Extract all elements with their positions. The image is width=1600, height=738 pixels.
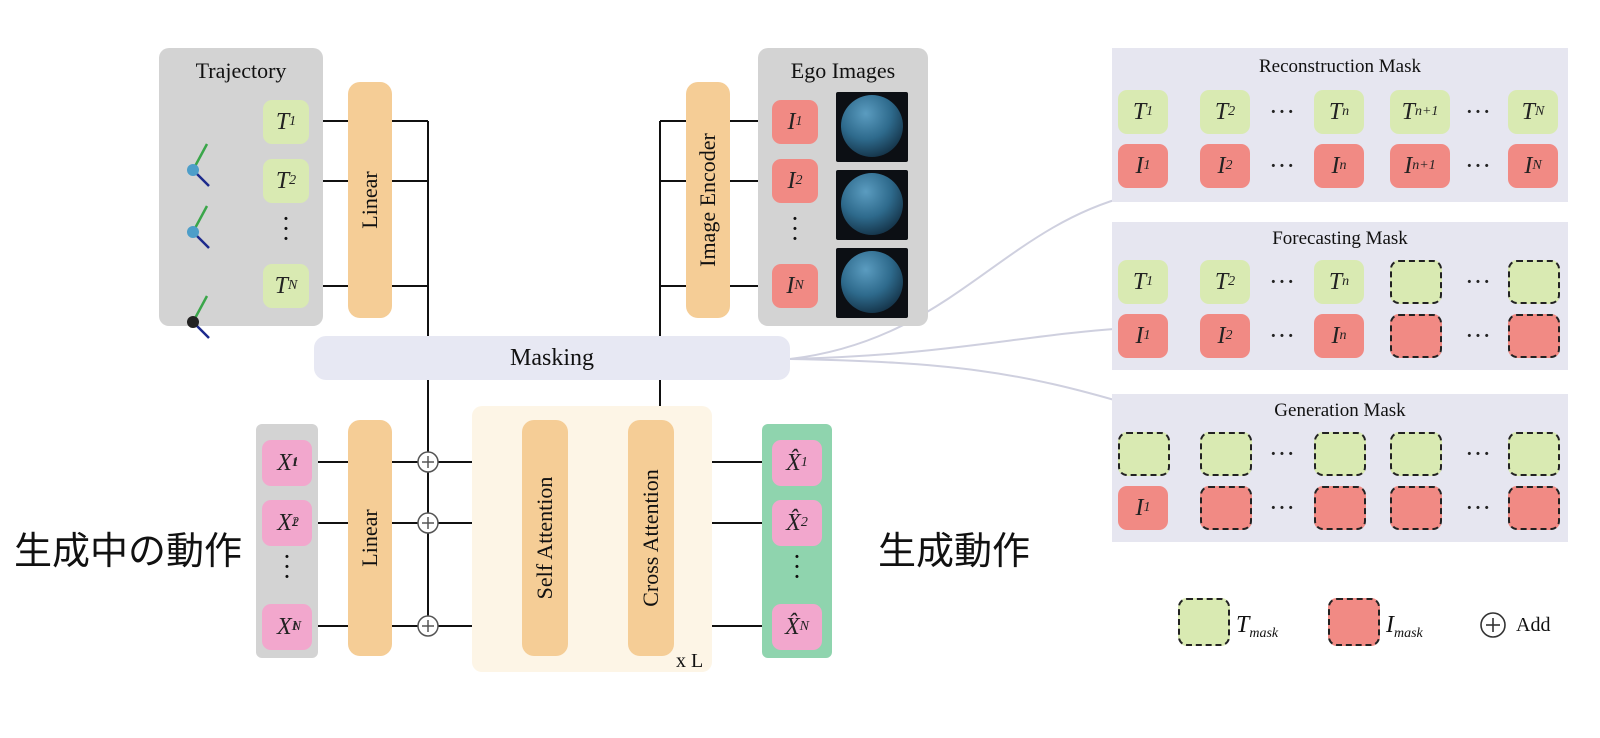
masked-trajectory-token [1200,432,1252,476]
image-encoder-block: Image Encoder [686,82,730,318]
horizontal-ellipsis: ··· [1269,267,1295,296]
masked-trajectory-token [1390,432,1442,476]
legend-t-mask-swatch [1178,598,1230,646]
masked-image-token [1508,314,1560,358]
horizontal-ellipsis: ··· [1465,321,1491,350]
legend-i-mask-label: Imask [1386,612,1423,641]
pose-axes-icon [187,205,210,249]
cross-attention-label: Cross Attention [638,469,663,607]
output-token: X̂N [772,604,822,650]
ego-image-thumbnail [836,92,908,162]
repeat-label: x L [676,650,704,672]
legend-i-mask-swatch [1328,598,1380,646]
vertical-ellipsis: ··· [282,542,292,591]
horizontal-ellipsis: ··· [1465,97,1491,126]
horizontal-ellipsis: ··· [1465,151,1491,180]
horizontal-ellipsis: ··· [1269,151,1295,180]
horizontal-ellipsis: ··· [1465,439,1491,468]
horizontal-ellipsis: ··· [1269,493,1295,522]
horizontal-ellipsis: ··· [1269,97,1295,126]
ego-image-thumbnail [836,248,908,318]
linear-block-bottom: Linear [348,420,392,656]
cross-attention-block: Cross Attention [628,420,674,656]
generated-motion-label: 生成動作 [878,529,1031,573]
horizontal-ellipsis: ··· [1269,439,1295,468]
horizontal-ellipsis: ··· [1269,321,1295,350]
pose-axes-icon [187,143,210,187]
add-icon [1480,612,1506,638]
output-token: X̂1 [772,440,822,486]
masked-trajectory-token [1508,260,1560,304]
output-tokens-panel: X̂1 X̂2 ··· X̂N [762,424,832,658]
legend-add-label: Add [1516,614,1551,636]
transformer-block [472,406,712,672]
masking-bar: Masking [314,336,790,380]
vertical-ellipsis: ··· [790,204,800,253]
legend-t-mask-label: Tmask [1236,612,1279,641]
output-token: X̂2 [772,500,822,546]
self-attention-label: Self Attention [532,476,557,600]
masked-trajectory-token [1314,432,1366,476]
generating-motion-label: 生成中の動作 [14,529,243,573]
masked-trajectory-token [1118,432,1170,476]
forecasting-mask-title: Forecasting Mask [1272,228,1408,249]
ego-images-title: Ego Images [790,58,896,83]
masked-trajectory-token [1508,432,1560,476]
horizontal-ellipsis: ··· [1465,267,1491,296]
linear-block-top: Linear [348,82,392,318]
ego-image-thumbnail [836,170,908,240]
generation-mask-title: Generation Mask [1274,400,1406,421]
masked-image-token [1200,486,1252,530]
linear-label: Linear [357,171,382,229]
pose-axes-icon [187,295,210,339]
masking-label: Masking [510,344,594,371]
masked-image-token [1508,486,1560,530]
masked-image-token [1390,486,1442,530]
vertical-ellipsis: ··· [281,204,291,253]
masked-image-token [1314,486,1366,530]
self-attention-block: Self Attention [522,420,568,656]
image-encoder-label: Image Encoder [695,133,720,267]
horizontal-ellipsis: ··· [1465,493,1491,522]
masked-image-token [1390,314,1442,358]
masked-trajectory-token [1390,260,1442,304]
vertical-ellipsis: ··· [792,542,802,591]
trajectory-title: Trajectory [195,58,287,83]
linear-label: Linear [357,509,382,567]
reconstruction-mask-title: Reconstruction Mask [1258,56,1421,77]
